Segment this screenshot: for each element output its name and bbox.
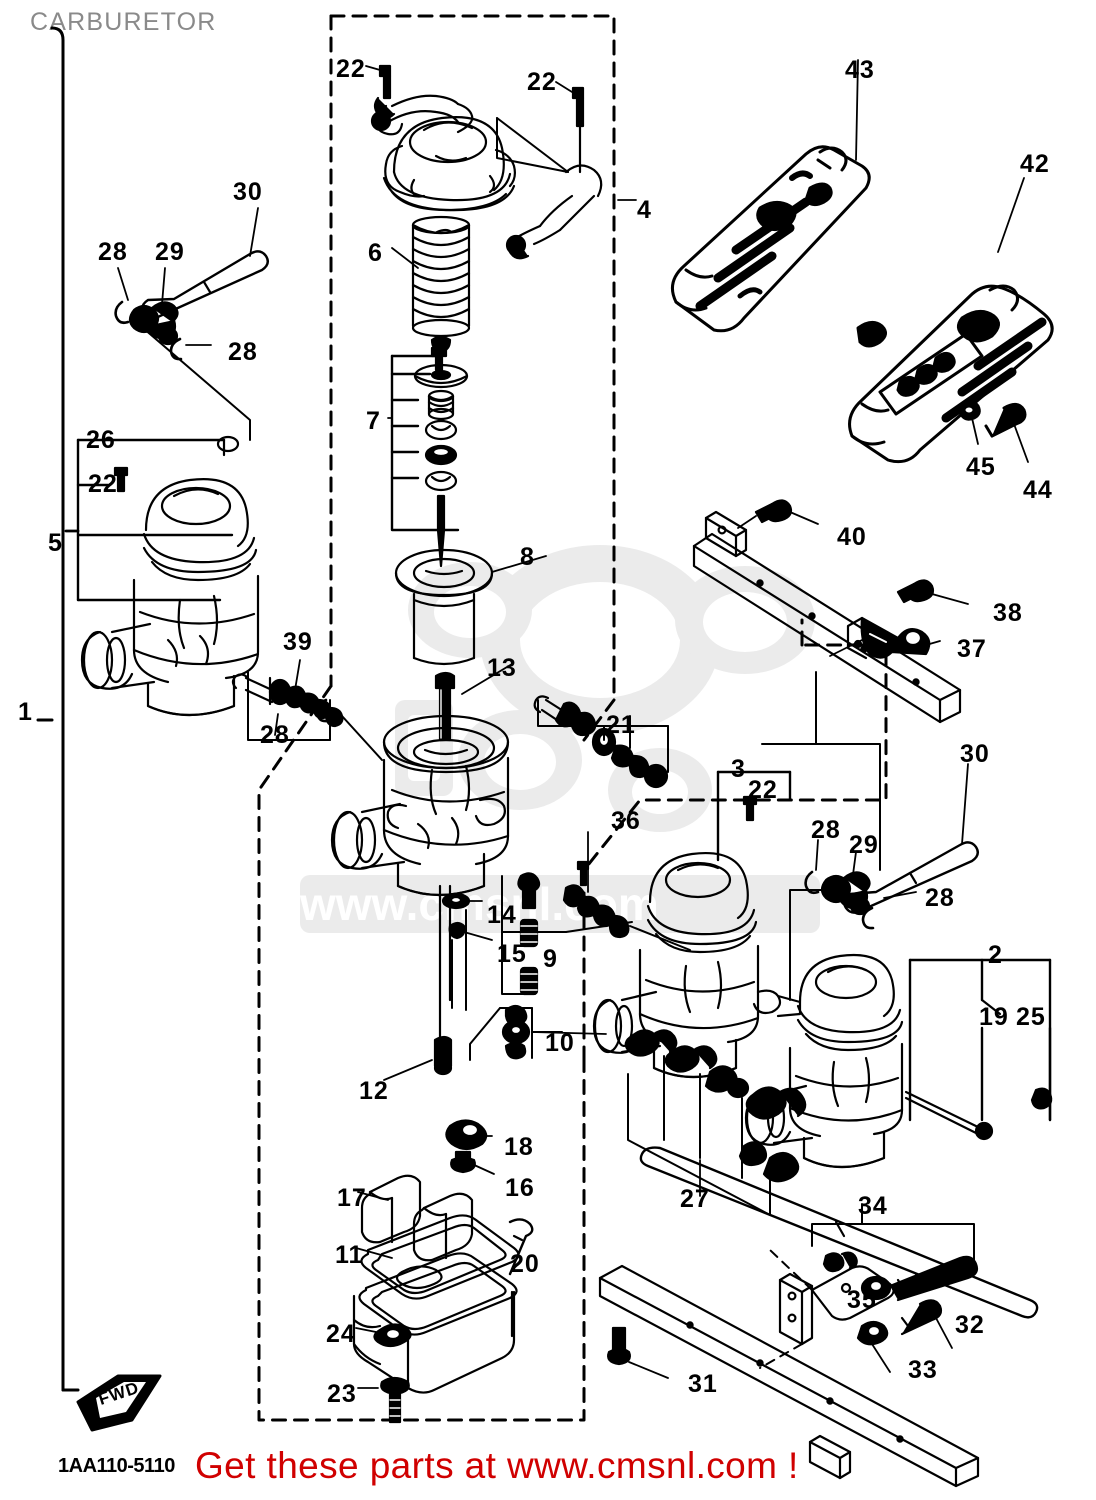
callout-19-36: 19 [979,1003,1009,1031]
callout-10-38: 10 [545,1029,575,1057]
callout-45-16: 45 [966,453,996,481]
callout-30-27: 30 [960,740,990,768]
callout-4-10: 4 [637,196,652,224]
needle-valve-39 [231,659,383,761]
callout-40-18: 40 [837,523,867,551]
carb-body-centre [330,671,510,1062]
callout-17-42: 17 [337,1184,367,1212]
callout-11-44: 11 [335,1241,364,1269]
callout-15-35: 15 [497,940,527,968]
callout-28-31: 28 [925,884,955,912]
callout-22-13: 22 [88,470,118,498]
callout-1-0: 1 [18,698,33,726]
callout-44-17: 44 [1023,476,1053,504]
callout-28-6: 28 [98,238,128,266]
callout-28-23: 28 [260,721,290,749]
callout-35-47: 35 [847,1286,877,1314]
fitting-hose-upper-left [114,207,269,441]
callout-31-52: 31 [688,1370,718,1398]
linkage-rod-21 [533,695,669,789]
float-valve-10 [445,1004,563,1175]
callout-20-45: 20 [510,1250,540,1278]
callout-9-34: 9 [543,945,558,973]
callout-26-12: 26 [86,426,116,454]
callout-21-24: 21 [606,711,636,739]
callout-34-46: 34 [858,1192,888,1220]
callout-36-28: 36 [611,807,641,835]
callout-29-7: 29 [155,238,185,266]
callout-27-43: 27 [680,1185,710,1213]
callout-28-29: 28 [811,816,841,844]
callout-25-37: 25 [1016,1003,1046,1031]
mount-bar-upper [692,499,969,745]
fuel-joint-36 [501,831,691,996]
callout-38-19: 38 [993,599,1023,627]
callout-43-3: 43 [845,56,875,84]
callout-30-5: 30 [233,178,263,206]
callout-39-21: 39 [283,628,313,656]
callout-29-30: 29 [849,831,879,859]
callout-32-48: 32 [955,1311,985,1339]
callout-13-22: 13 [487,654,517,682]
callout-22-1: 22 [336,55,366,83]
callout-8-15: 8 [520,543,535,571]
float-bowl-assembly [352,1174,534,1424]
callout-22-26: 22 [748,776,778,804]
jet-needle-stack [390,346,469,568]
callout-18-40: 18 [504,1133,534,1161]
linkage-set-27 [624,1029,1039,1319]
leader-lines [65,65,637,1035]
bracket-1 [36,26,80,1392]
callout-6-9: 6 [368,239,383,267]
callout-12-39: 12 [359,1077,389,1105]
callout-24-50: 24 [326,1320,356,1348]
top-cap-assembly [370,64,603,354]
heat-shield-43 [670,145,871,333]
callout-5-14: 5 [48,529,63,557]
mount-bar-lower [598,1203,980,1488]
callout-33-49: 33 [908,1356,938,1384]
drain-and-pin [383,892,493,1081]
callout-23-51: 23 [327,1380,357,1408]
carb-body-left [64,435,260,717]
carb-body-right [744,954,1053,1169]
callout-42-4: 42 [1020,150,1050,178]
callout-28-8: 28 [228,338,258,366]
spring-6 [411,215,471,338]
callout-2-32: 2 [988,941,1003,969]
part-code: 1AA110-5110 [58,1455,175,1477]
fitting-hose-right [761,743,979,1001]
callout-7-11: 7 [366,407,381,435]
callout-22-2: 22 [527,68,557,96]
fwd-marker [76,1374,162,1432]
callout-14-33: 14 [487,901,517,929]
vacuum-piston-8 [394,548,494,666]
heat-shield-42 [848,59,1054,464]
promo-text: Get these parts at www.cmsnl.com ! [195,1445,799,1486]
callout-16-41: 16 [505,1174,535,1202]
callout-37-20: 37 [957,635,987,663]
callout-3-25: 3 [731,755,746,783]
